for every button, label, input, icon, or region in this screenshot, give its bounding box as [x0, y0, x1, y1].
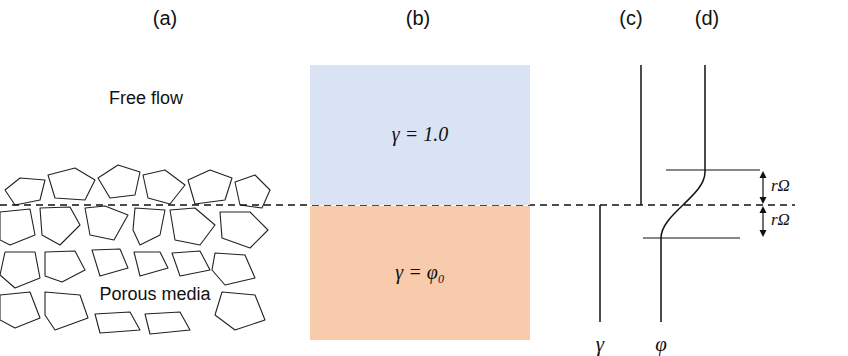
free-flow-region: γ = 1.0 [310, 65, 530, 205]
dimension-arrowheads [760, 171, 767, 237]
panel-label: (c) [619, 6, 642, 30]
porous-grains [0, 165, 270, 334]
panel-label: (a) [153, 6, 177, 30]
region-label: Porous media [99, 284, 210, 306]
width-markers [643, 170, 763, 238]
equation-text: γ = φ₀ [395, 261, 444, 284]
dimension-label: rΩ [771, 210, 790, 230]
equation-text: γ = 1.0 [392, 123, 448, 146]
phi-profile [661, 65, 705, 322]
region-label: Free flow [109, 88, 183, 110]
porous-region: γ = φ₀ [310, 206, 530, 340]
axis-label: γ [596, 332, 604, 356]
gamma-profile [600, 65, 641, 322]
panel-label: (b) [406, 6, 430, 30]
panel-label: (d) [695, 6, 719, 30]
dimension-label: rΩ [771, 176, 790, 196]
axis-label: φ [655, 332, 667, 356]
